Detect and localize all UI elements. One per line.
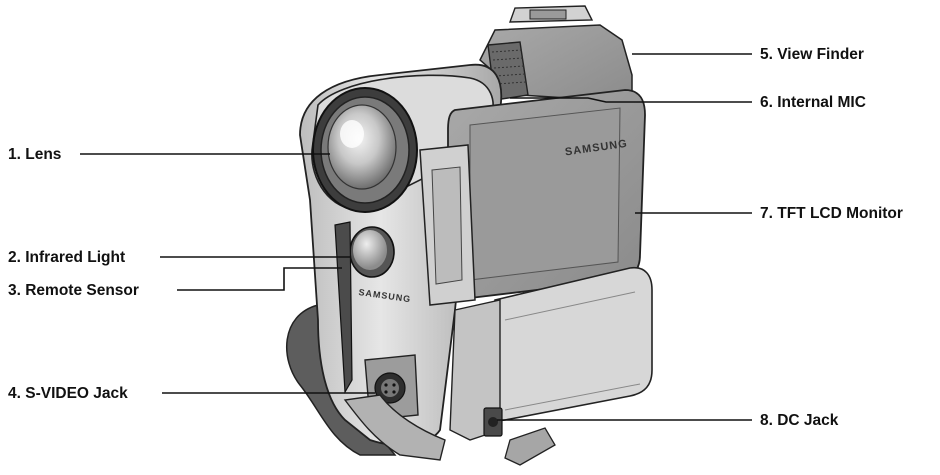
leader-lines bbox=[80, 53, 752, 421]
strap-lower bbox=[343, 394, 446, 461]
remote-sensor bbox=[334, 221, 353, 395]
callout-tft-lcd-monitor: 7. TFT LCD Monitor bbox=[760, 205, 903, 222]
callout-internal-mic: 6. Internal MIC bbox=[760, 94, 866, 111]
leader-remote-sensor bbox=[177, 267, 342, 291]
lens bbox=[312, 87, 418, 213]
callout-infrared-light: 2. Infrared Light bbox=[8, 249, 125, 266]
lower-foot bbox=[504, 427, 556, 466]
callout-lens: 1. Lens bbox=[8, 146, 61, 163]
infrared-light bbox=[349, 226, 395, 278]
callout-remote-sensor: 3. Remote Sensor bbox=[8, 282, 139, 299]
dc-jack bbox=[483, 407, 503, 437]
callout-dc-jack: 8. DC Jack bbox=[760, 412, 839, 429]
callout-view-finder: 5. View Finder bbox=[760, 46, 864, 63]
callout-s-video-jack: 4. S-VIDEO Jack bbox=[8, 385, 128, 402]
leader-internal-mic bbox=[510, 97, 752, 103]
